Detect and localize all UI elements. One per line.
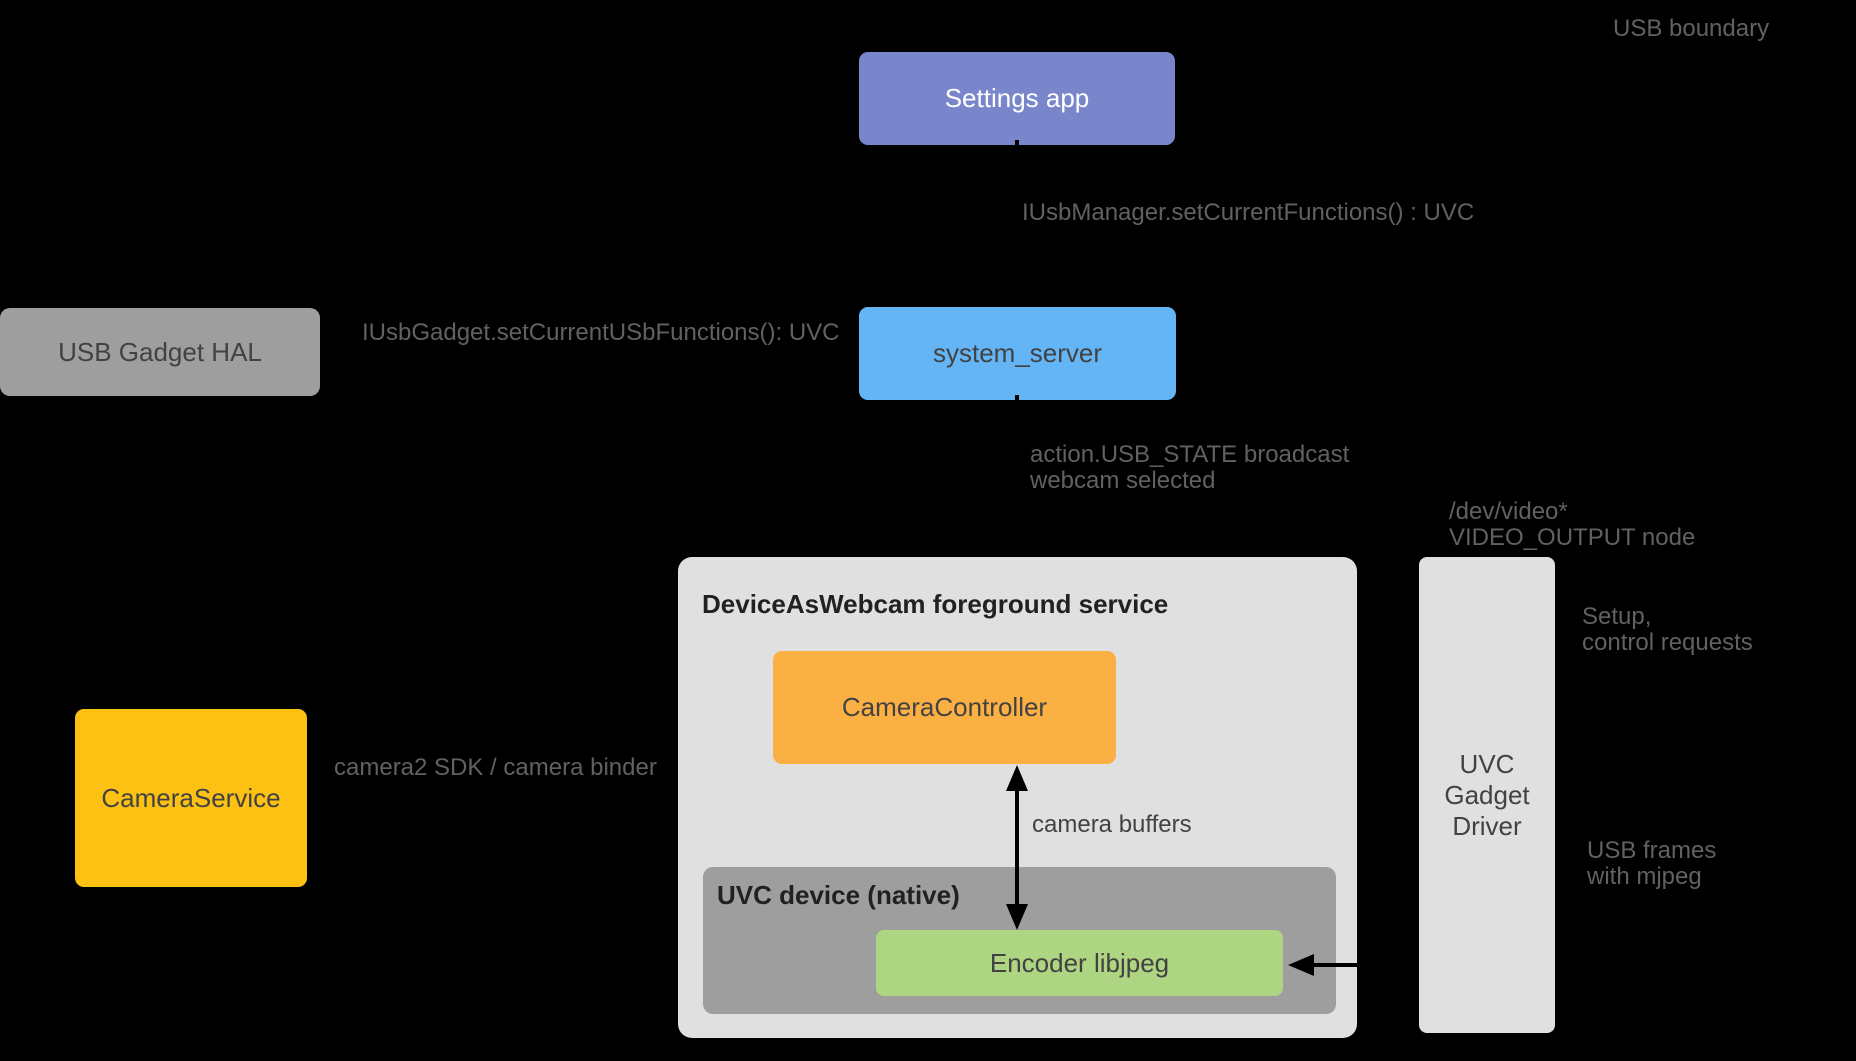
uvc-device-title: UVC device (native) — [717, 880, 960, 910]
camera-buffers-label: camera buffers — [1032, 811, 1192, 838]
camera-service-label: CameraService — [101, 782, 281, 813]
camera2-sdk-label: camera2 SDK / camera binder — [334, 754, 657, 781]
iusbgadget-call-label: IUsbGadget.setCurrentUSbFunctions(): UVC — [362, 319, 840, 346]
uvc-gadget-driver-line1: UVC — [1459, 748, 1515, 779]
encoder-libjpeg-label: Encoder libjpeg — [989, 947, 1170, 978]
settings-app-label: Settings app — [944, 83, 1090, 113]
camera-service-node: CameraService — [75, 709, 307, 887]
iusbmanager-call-label: IUsbManager.setCurrentFunctions() : UVC — [1022, 199, 1475, 226]
system-server-node: system_server — [859, 307, 1176, 400]
usb-state-broadcast-line1: action.USB_STATE broadcast — [1030, 441, 1350, 468]
foreground-service-title: DeviceAsWebcam foreground service — [702, 589, 1169, 619]
systemserver-to-service-arrow — [1006, 395, 1028, 553]
usb-gadget-hal-node: USB Gadget HAL — [0, 308, 320, 396]
uvc-gadget-driver-line2: Gadget — [1444, 779, 1530, 810]
camera-controller-node: CameraController — [773, 651, 1116, 764]
setup-line1: Setup, — [1582, 603, 1652, 630]
system-server-label: system_server — [932, 338, 1103, 368]
usb-gadget-hal-label: USB Gadget HAL — [58, 336, 262, 367]
usb-frames-line1: USB frames — [1587, 837, 1717, 864]
setup-line2: control requests — [1582, 629, 1753, 656]
encoder-libjpeg-node: Encoder libjpeg — [876, 930, 1283, 996]
uvc-gadget-driver-node: UVC Gadget Driver — [1419, 557, 1555, 1033]
usb-frames-label: USB frames with mjpeg — [1587, 838, 1716, 890]
dev-video-node-label: /dev/video* VIDEO_OUTPUT node — [1449, 499, 1695, 551]
camera-controller-label: CameraController — [841, 692, 1048, 722]
settings-app-node: Settings app — [859, 52, 1175, 145]
usb-state-broadcast-line2: webcam selected — [1030, 467, 1216, 494]
dev-video-line1: /dev/video* — [1449, 498, 1568, 525]
setup-control-requests-label: Setup, control requests — [1582, 604, 1753, 656]
service-to-cameraservice-arrow — [311, 787, 674, 809]
uvc-gadget-driver-line3: Driver — [1452, 810, 1522, 841]
service-to-gadget-driver-arrow — [1361, 619, 1415, 641]
usb-state-broadcast-label: action.USB_STATE broadcast webcam select… — [1030, 442, 1349, 494]
usb-boundary-label: USB boundary — [1613, 15, 1770, 42]
usb-frames-line2: with mjpeg — [1587, 863, 1702, 890]
dev-video-line2: VIDEO_OUTPUT node — [1449, 524, 1696, 551]
